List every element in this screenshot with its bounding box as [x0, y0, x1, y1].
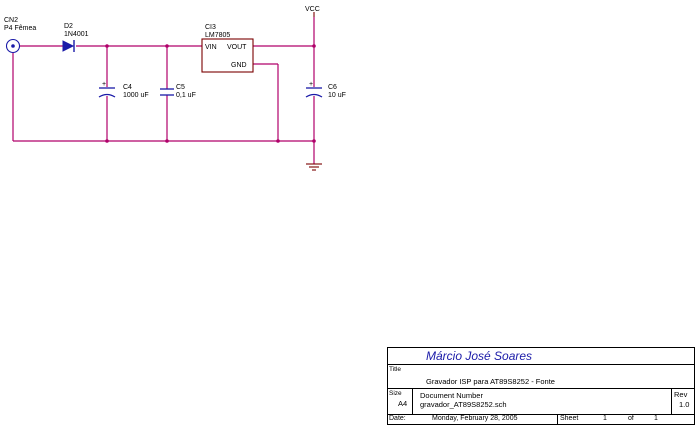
- drawing-date: Monday, February 28, 2005: [432, 415, 518, 422]
- size-caption: Size: [389, 390, 402, 397]
- drawing-title: Gravador ISP para AT89S8252 - Fonte: [426, 377, 555, 386]
- diode-ref: D2: [64, 23, 73, 30]
- pin-vin-label: VIN: [205, 44, 217, 51]
- capacitor-c4: + C4 1000 uF: [98, 81, 149, 99]
- title-caption: Title: [389, 366, 402, 373]
- document-number: gravador_AT89S8252.sch: [420, 400, 507, 409]
- of-caption: of: [628, 415, 634, 422]
- junction-dot: [312, 44, 316, 48]
- connector-value: P4 Fêmea: [4, 25, 36, 32]
- sheet-total: 1: [654, 415, 658, 422]
- connector-ref: CN2: [4, 17, 18, 24]
- junction-dot: [165, 44, 169, 48]
- regulator-ci3: CI3 LM7805 VIN VOUT GND: [201, 24, 254, 73]
- capacitor-c5: C5 0,1 uF: [160, 84, 196, 99]
- sheet-caption: Sheet: [560, 415, 579, 422]
- junction-dot: [312, 139, 316, 143]
- cap-curved-plate-icon: [305, 93, 323, 98]
- author-row: Márcio José Soares: [388, 348, 694, 365]
- sheet-number: 1: [603, 415, 607, 422]
- c6-ref: C6: [328, 84, 337, 91]
- diode-value: 1N4001: [64, 31, 89, 38]
- connector-cn2: CN2 P4 Fêmea: [4, 17, 36, 54]
- wires: [12, 17, 315, 164]
- connector-pin-icon: [11, 44, 15, 48]
- junctions: [105, 44, 316, 143]
- vcc-port: VCC: [305, 6, 320, 17]
- c6-value: 10 uF: [328, 92, 346, 99]
- cap-plus-sign: +: [102, 81, 106, 88]
- junction-dot: [105, 44, 109, 48]
- cap-plus-sign: +: [309, 81, 313, 88]
- diode-triangle-icon: [62, 40, 75, 52]
- connector-ring-icon: [5, 38, 21, 54]
- c5-ref: C5: [176, 84, 185, 91]
- pin-gnd-label: GND: [231, 62, 247, 69]
- title-block: Márcio José Soares Title Gravador ISP pa…: [387, 347, 695, 425]
- capacitor-c6: + C6 10 uF: [305, 81, 346, 99]
- c4-ref: C4: [123, 84, 132, 91]
- regulator-body: [201, 38, 254, 73]
- date-caption: Date:: [389, 415, 406, 422]
- c4-value: 1000 uF: [123, 92, 149, 99]
- rev-caption: Rev: [674, 390, 688, 399]
- diode-d2: D2 1N4001: [62, 23, 89, 52]
- junction-dot: [276, 139, 280, 143]
- junction-dot: [105, 139, 109, 143]
- c5-value: 0,1 uF: [176, 92, 196, 99]
- title-row: Title Gravador ISP para AT89S8252 - Font…: [388, 365, 694, 389]
- pin-vout-label: VOUT: [227, 44, 247, 51]
- ground-symbol-icon: [306, 163, 322, 171]
- revision: 1.0: [679, 400, 690, 409]
- sheet-size: A4: [398, 399, 408, 408]
- junction-dot: [165, 139, 169, 143]
- regulator-value: LM7805: [205, 32, 230, 39]
- date-row: Date: Monday, February 28, 2005 Sheet 1 …: [388, 415, 694, 425]
- author-name: Márcio José Soares: [426, 349, 533, 363]
- regulator-ref: CI3: [205, 24, 216, 31]
- vcc-label: VCC: [305, 6, 320, 13]
- docnum-row: Size A4 Document Number gravador_AT89S82…: [388, 389, 694, 415]
- cap-curved-plate-icon: [98, 93, 116, 98]
- docnum-caption: Document Number: [420, 391, 483, 400]
